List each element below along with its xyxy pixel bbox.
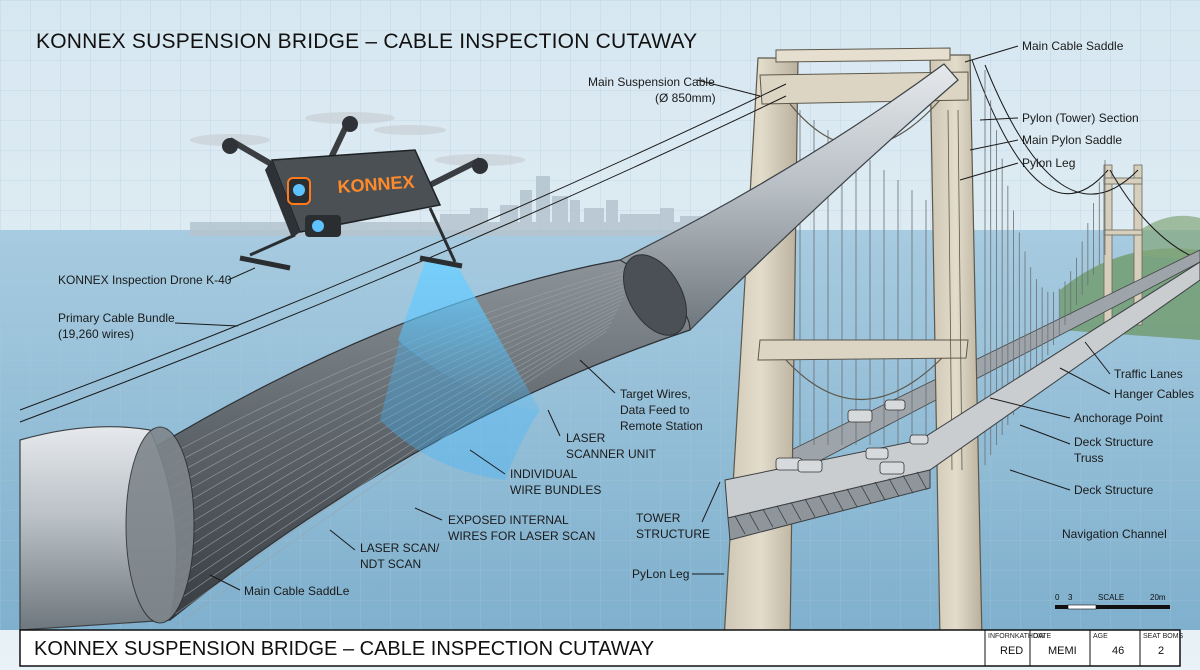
cell-header-age: AGE (1093, 633, 1108, 640)
main-suspension-cable (19, 63, 959, 631)
label-main-cable-saddle-top: Main Cable Saddle (1022, 39, 1124, 53)
label-laser-scan: LASER SCAN/ (360, 541, 440, 555)
cell-header-date: DATE (1033, 633, 1051, 640)
label-laser-scan-2: NDT SCAN (360, 557, 421, 571)
label-primary-bundle: Primary Cable Bundle (58, 311, 175, 325)
traffic-vehicles (775, 399, 929, 475)
label-drone: KONNEX Inspection Drone K-40 (58, 273, 232, 287)
label-cable-diameter: (Ø 850mm) (655, 91, 716, 105)
label-main-suspension-cable: Main Suspension Cable (588, 75, 715, 89)
label-tower-structure: TOWER (636, 511, 681, 525)
label-navigation-channel: Navigation Channel (1062, 527, 1167, 541)
laser-scan-beam (380, 262, 540, 480)
label-laser-scanner: LASER (566, 431, 606, 445)
label-tower-structure-2: STRUCTURE (636, 527, 710, 541)
label-target-wires: Target Wires, (620, 387, 691, 401)
cell-header-info: INFORNKATHOW (988, 633, 1045, 640)
label-primary-bundle-count: (19,260 wires) (58, 327, 134, 341)
label-wire-bundles-2: WIRE BUNDLES (510, 483, 601, 497)
scale-tick-20m: 20m (1150, 593, 1166, 602)
far-pylon (1103, 164, 1143, 326)
cell-header-seat: SEAT BOMS (1143, 633, 1184, 640)
label-pylon-leg-upper: Pylon Leg (1022, 156, 1075, 170)
label-anchorage-point: Anchorage Point (1074, 411, 1163, 425)
label-wire-bundles: INDIVIDUAL (510, 467, 578, 481)
cell-value-seat: 2 (1158, 645, 1164, 657)
leader-lines (174, 45, 1111, 591)
cell-value-date: MEMI (1048, 645, 1077, 657)
label-traffic-lanes: Traffic Lanes (1114, 367, 1183, 381)
title-block-title: KONNEX SUSPENSION BRIDGE – CABLE INSPECT… (34, 638, 654, 660)
title-block: KONNEX SUSPENSION BRIDGE – CABLE INSPECT… (19, 629, 1184, 667)
cell-value-age: 46 (1112, 645, 1124, 657)
scale-tick-3: 3 (1068, 593, 1073, 602)
label-deck-structure: Deck Structure (1074, 483, 1154, 497)
scale-tick-0: 0 (1055, 593, 1060, 602)
label-pylon-leg-lower: PyLon Leg (632, 567, 689, 581)
cell-value-info: RED (1000, 645, 1023, 657)
label-exposed-wires-2: WIRES FOR LASER SCAN (448, 529, 595, 543)
label-exposed-wires: EXPOSED INTERNAL (448, 513, 569, 527)
label-pylon-tower-section: Pylon (Tower) Section (1022, 111, 1139, 125)
diagram-title: KONNEX SUSPENSION BRIDGE – CABLE INSPECT… (36, 30, 697, 53)
label-main-cable-saddle-bottom: Main Cable SaddLe (244, 584, 350, 598)
scale-tick-label: SCALE (1098, 593, 1124, 602)
inspection-drone: KONNEX (190, 112, 525, 271)
label-deck-truss-2: Truss (1074, 451, 1104, 465)
label-laser-scanner-2: SCANNER UNIT (566, 447, 657, 461)
label-main-pylon-saddle: Main Pylon Saddle (1022, 133, 1122, 147)
scale-bar: 0 3 SCALE 20m (1055, 593, 1170, 610)
label-deck-truss: Deck Structure (1074, 435, 1154, 449)
label-target-wires-2: Data Feed to (620, 403, 690, 417)
label-target-wires-3: Remote Station (620, 419, 703, 433)
label-hanger-cables: Hanger Cables (1114, 387, 1194, 401)
